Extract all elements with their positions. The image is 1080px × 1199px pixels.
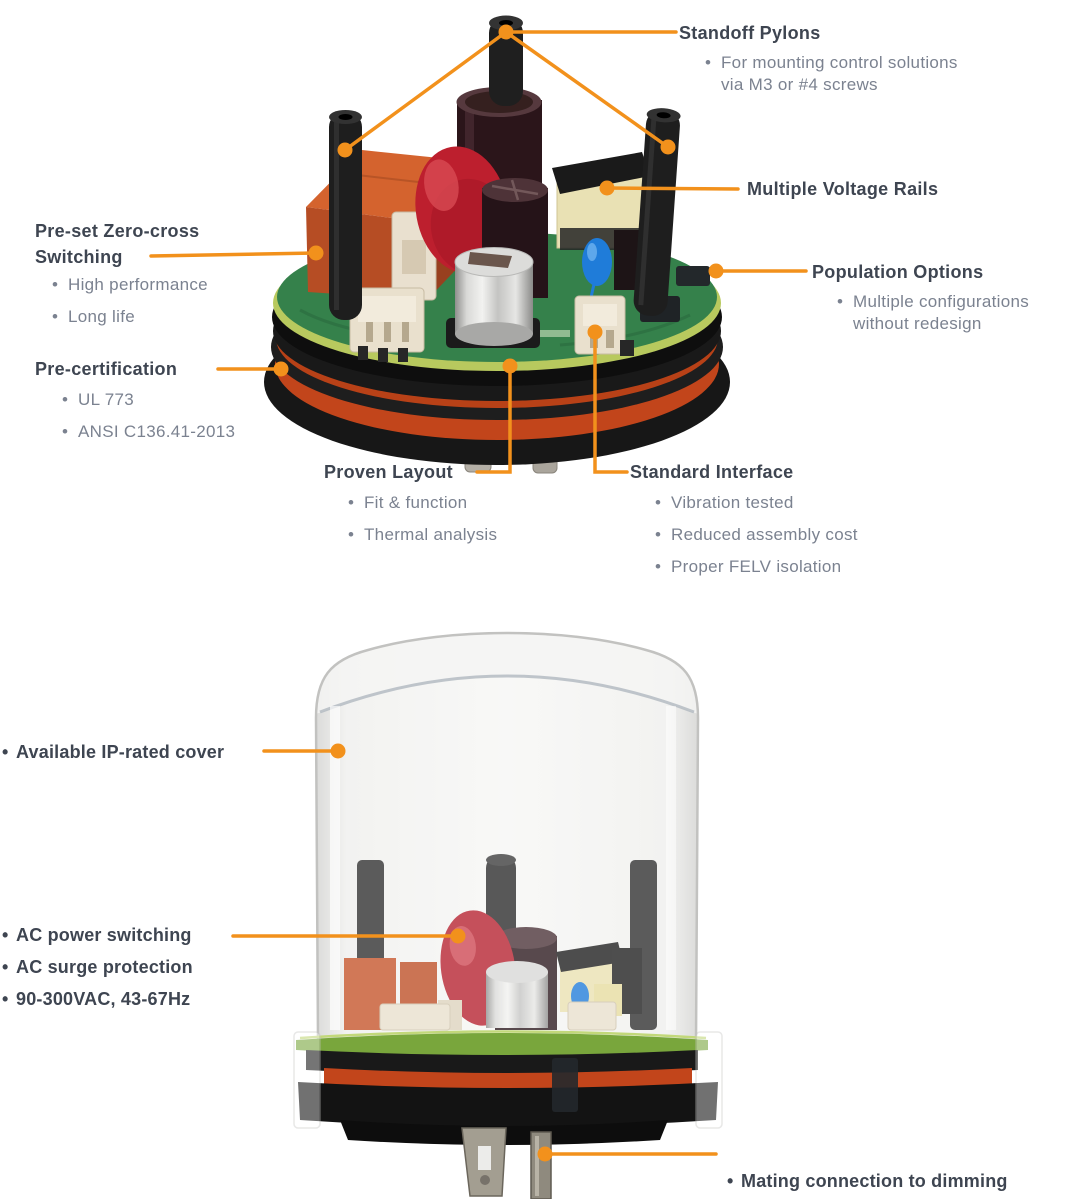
bullet: Long life: [50, 306, 290, 328]
capacitor-aluminum: [446, 247, 540, 348]
connector-front-right: [574, 295, 634, 356]
cover-latch-tab: [552, 1058, 578, 1112]
callout-standard-interface-title: Standard Interface: [630, 462, 794, 482]
callout-ac-features: AC power switching AC surge protection 9…: [2, 919, 193, 1015]
transformer: [552, 152, 650, 290]
callout-population-options-title: Population Options: [812, 262, 984, 282]
bullet: Vibration tested: [653, 492, 913, 514]
covered-unit-photo: [293, 631, 723, 1199]
callout-preset-zero-cross-bullets: High performance Long life: [50, 274, 290, 338]
callout-proven-layout-bullets: Fit & function Thermal analysis: [346, 492, 566, 556]
callout-pre-certification-bullets: UL 773 ANSI C136.41-2013: [60, 389, 300, 453]
bullet: For mounting control solutions via M3 or…: [703, 52, 1043, 96]
callout-proven-layout-title: Proven Layout: [324, 462, 453, 482]
connector-front-left: [349, 287, 425, 362]
bullet: Thermal analysis: [346, 524, 566, 546]
callout-population-options-bullets: Multiple configurations without redesign: [835, 291, 1080, 345]
bullet: ANSI C136.41-2013: [60, 421, 300, 443]
standoff-pylon-right: [633, 108, 681, 316]
callout-standoff-pylons-title: Standoff Pylons: [679, 23, 821, 43]
bullet: High performance: [50, 274, 290, 296]
callout-ip-cover-label: Available IP-rated cover: [2, 738, 1080, 766]
cover-flange-left: [293, 1031, 321, 1129]
bullet: Multiple configurations without redesign: [835, 291, 1080, 335]
ac-feature: AC surge protection: [2, 951, 193, 983]
standoff-pylon-left: [329, 110, 362, 320]
ac-feature: AC power switching: [2, 919, 193, 951]
callout-preset-zero-cross-title: Pre-set Zero-cross Switching: [35, 221, 200, 267]
bullet: Proper FELV isolation: [653, 556, 913, 578]
cover-cap: [316, 633, 698, 714]
bullet: Fit & function: [346, 492, 566, 514]
covered-base: [293, 1030, 723, 1145]
callout-multiple-voltage-rails-title: Multiple Voltage Rails: [747, 179, 939, 199]
ac-feature: 90-300VAC, 43-67Hz: [2, 983, 193, 1015]
cover-sheen: [316, 633, 698, 1042]
ip-cover-dome: [316, 633, 698, 1042]
cover-flange-right: [695, 1031, 723, 1129]
pcb-assembly-photo: [264, 15, 730, 474]
callout-standard-interface-bullets: Vibration tested Reduced assembly cost P…: [653, 492, 913, 588]
bullet: UL 773: [60, 389, 300, 411]
callout-pre-certification-title: Pre-certification: [35, 359, 178, 379]
callout-mating-connection-label: Mating connection to dimming receptacle …: [727, 1167, 1080, 1199]
callout-standoff-pylons-bullets: For mounting control solutions via M3 or…: [703, 52, 1043, 106]
bullet: Reduced assembly cost: [653, 524, 913, 546]
